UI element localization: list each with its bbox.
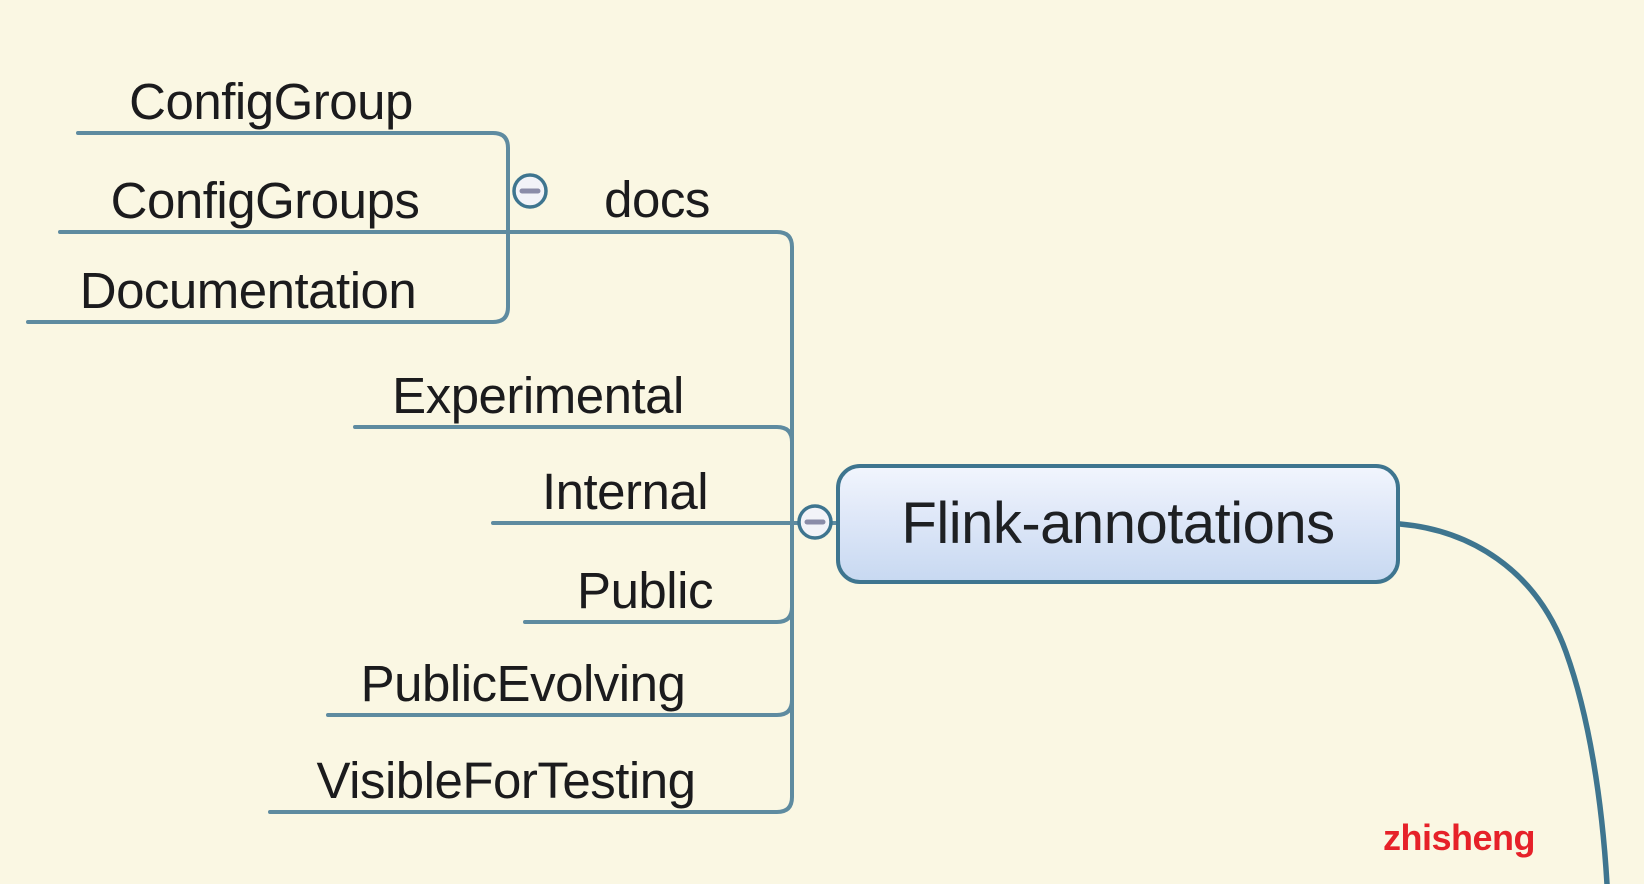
topic-label-configgroup[interactable]: ConfigGroup	[129, 73, 413, 130]
topic-label-experimental[interactable]: Experimental	[392, 367, 684, 424]
docs-collapse-button[interactable]	[512, 173, 548, 209]
experimental-branch-line	[353, 425, 794, 444]
topic-label-visiblefortesting[interactable]: VisibleForTesting	[316, 752, 696, 809]
topic-label-configgroups[interactable]: ConfigGroups	[110, 172, 420, 229]
central-topic-label: Flink-annotations	[901, 491, 1335, 556]
public-branch-line	[523, 605, 794, 624]
central-collapse-button[interactable]	[797, 504, 833, 540]
central-topic-node[interactable]: Flink-annotations	[836, 464, 1400, 584]
docs-children-bracket-line	[26, 131, 510, 324]
publicevolving-branch-line	[326, 698, 794, 717]
watermark-text: zhisheng	[1383, 817, 1536, 858]
topic-label-publicevolving[interactable]: PublicEvolving	[360, 655, 686, 712]
topic-label-public[interactable]: Public	[577, 562, 713, 619]
topic-label-docs[interactable]: docs	[604, 171, 710, 228]
topic-label-internal[interactable]: Internal	[541, 463, 709, 520]
topic-label-documentation[interactable]: Documentation	[79, 262, 417, 319]
right-branch-curve-line	[1397, 521, 1610, 884]
